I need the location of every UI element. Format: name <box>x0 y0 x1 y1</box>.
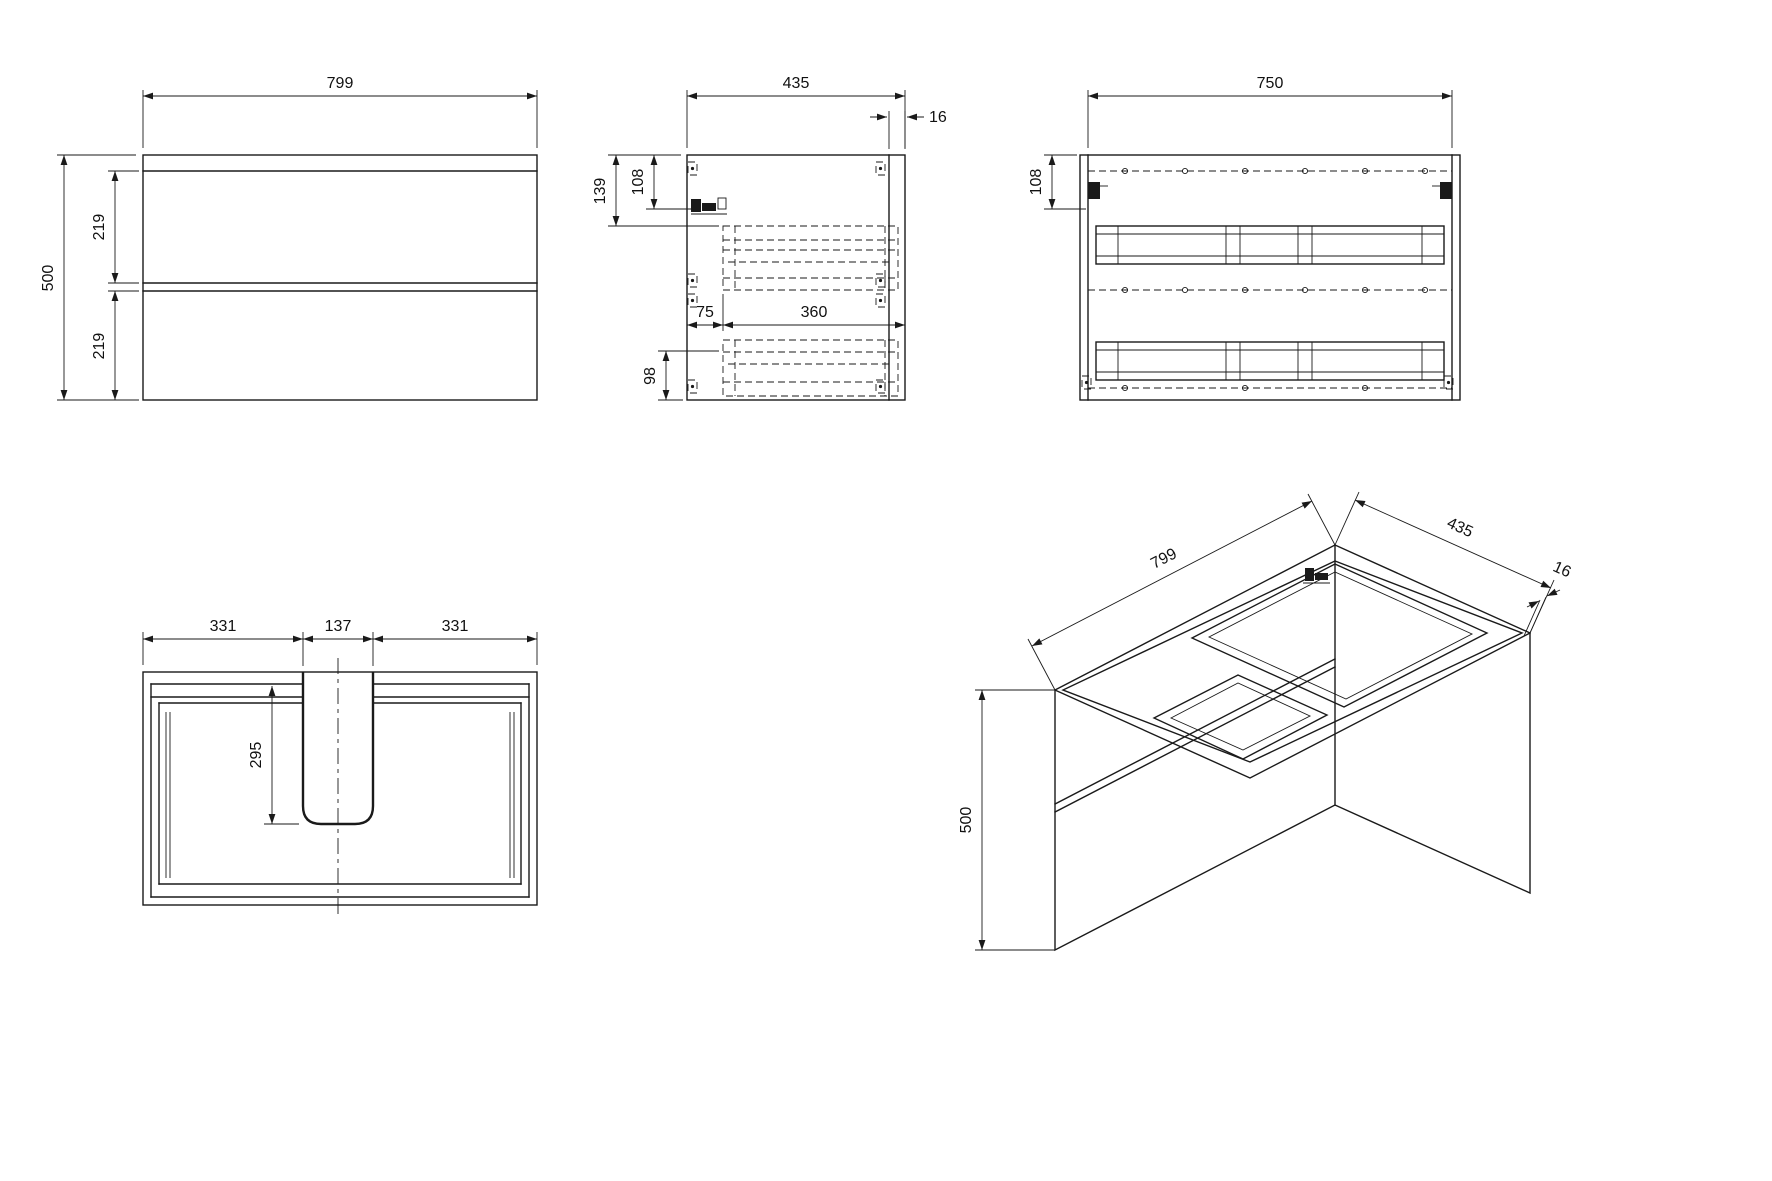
dim-label-front-width: 799 <box>327 75 354 92</box>
side-view-lower-drawer-hidden <box>722 339 899 397</box>
dim-label-top-to-slide: 139 <box>592 178 609 205</box>
top-view-cabinet <box>142 671 538 906</box>
dim-label-depth: 435 <box>783 75 810 92</box>
top-view-dimensions: 331 137 331 295 <box>142 618 538 825</box>
back-view-dimensions: 750 108 <box>1028 75 1453 210</box>
side-view-cabinet <box>686 154 906 401</box>
dim-label-left-section: 331 <box>210 618 237 635</box>
dim-label-slide-length: 360 <box>801 304 828 321</box>
back-view-lower-rail <box>1095 341 1445 381</box>
dim-label-inner-width: 750 <box>1257 75 1284 92</box>
side-view-upper-drawer-hidden <box>722 225 899 291</box>
dim-label-cutout-width: 137 <box>325 618 352 635</box>
back-view-upper-rail <box>1095 225 1445 265</box>
top-view: 331 137 331 295 <box>142 618 538 918</box>
side-view-cam-fittings <box>687 161 886 394</box>
dim-label-cutout-depth: 295 <box>248 742 265 769</box>
dim-label-top-to-rail: 108 <box>630 169 647 196</box>
side-view-slide-bracket-hardware <box>691 197 727 215</box>
side-view: 435 16 139 108 75 360 98 <box>592 75 947 401</box>
dim-label-iso-height: 500 <box>958 807 975 834</box>
front-view-dimensions: 799 500 219 219 <box>40 75 538 401</box>
dim-label-right-section: 331 <box>442 618 469 635</box>
back-view-corner-hardware <box>1081 182 1454 390</box>
dim-label-back-panel: 16 <box>929 109 947 126</box>
back-view: 750 108 <box>1028 75 1461 401</box>
dim-label-upper-drawer: 219 <box>91 214 108 241</box>
dim-label-front-inset: 75 <box>696 304 714 321</box>
front-view: 799 500 219 219 <box>40 75 538 401</box>
front-view-cabinet <box>142 154 538 401</box>
side-view-dimensions: 435 16 139 108 75 360 98 <box>592 75 947 401</box>
dim-label-lower-drawer: 219 <box>91 333 108 360</box>
dim-label-front-height: 500 <box>40 265 57 292</box>
dim-label-bottom-offset: 98 <box>642 367 659 385</box>
dim-label-iso-panel: 16 <box>1550 558 1573 581</box>
back-view-screws <box>1121 167 1429 392</box>
dim-label-back-top-to-rail: 108 <box>1028 169 1045 196</box>
